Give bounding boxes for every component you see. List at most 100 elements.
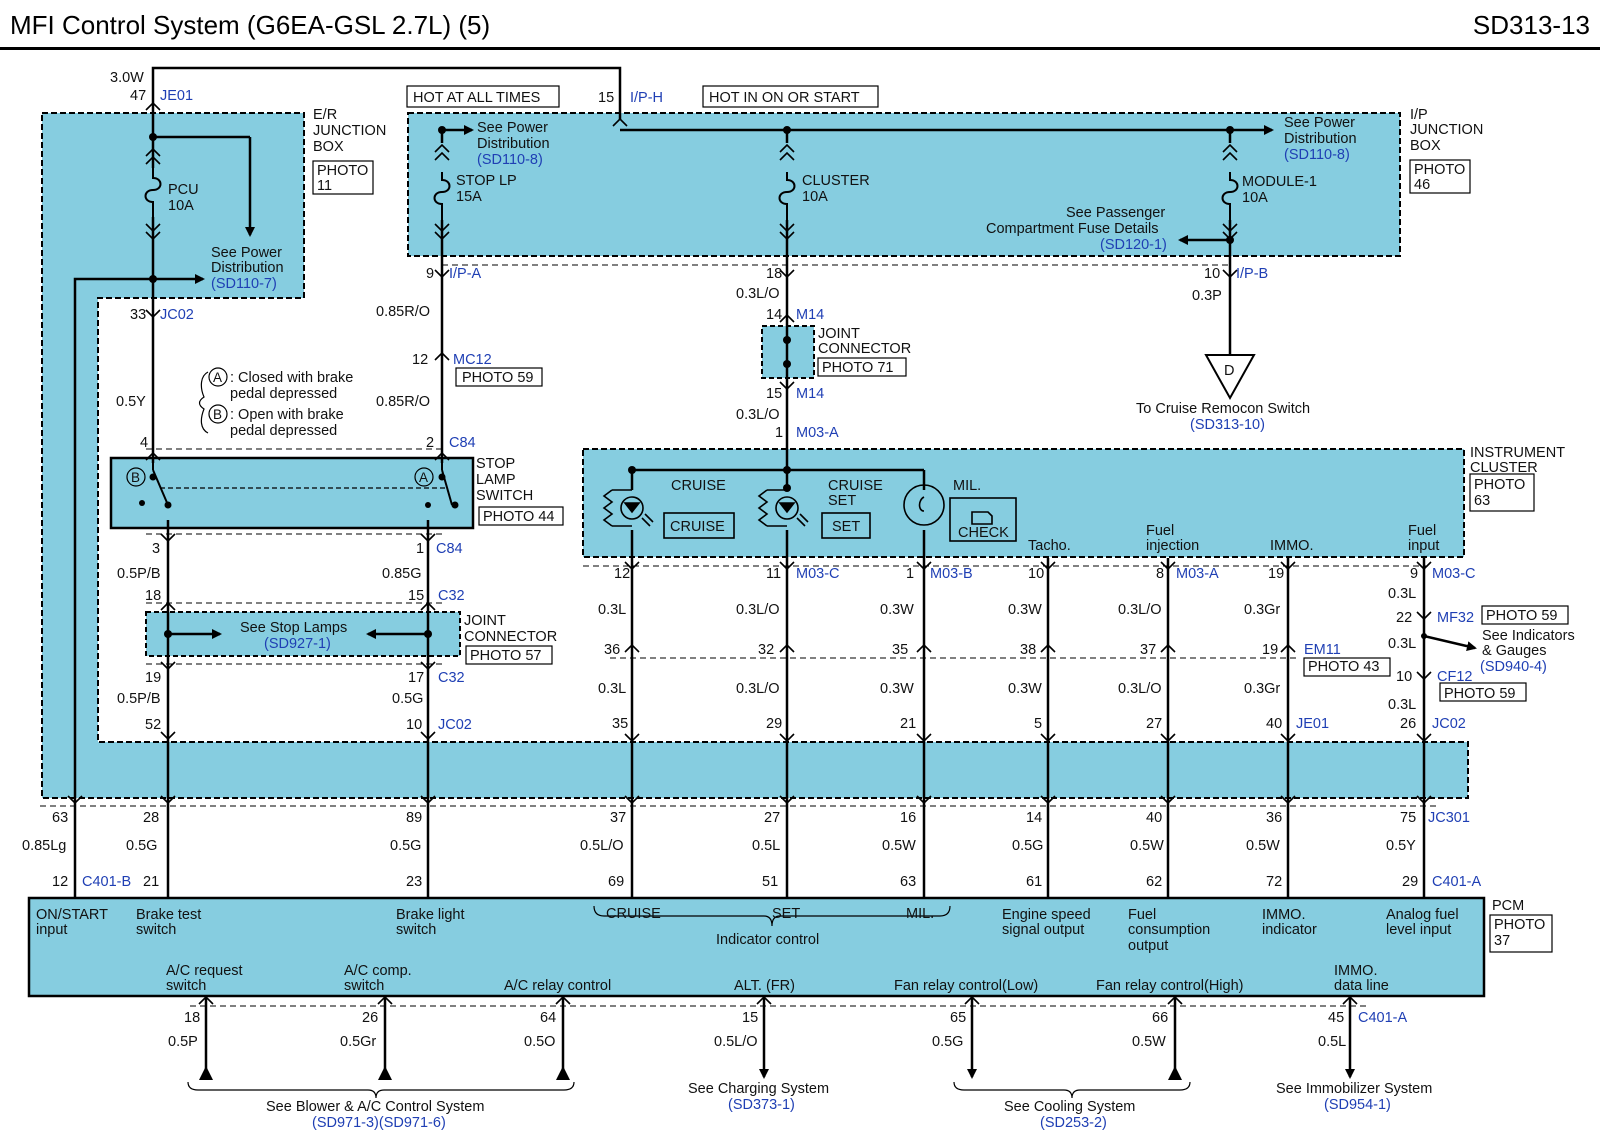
fuse-cluster-amp: 10A bbox=[802, 189, 828, 205]
bt-wire-05g: 0.5G bbox=[932, 1034, 963, 1050]
wire-05pb-a: 0.5P/B bbox=[117, 566, 161, 582]
fuse-stop-amp: 15A bbox=[456, 189, 482, 205]
wire-085ro-a: 0.85R/O bbox=[376, 304, 430, 320]
col4-conn: M03-A bbox=[1176, 566, 1219, 582]
cluster-label-1: INSTRUMENT bbox=[1470, 445, 1565, 461]
stoplp-fuse-icon bbox=[433, 172, 451, 220]
ip-photo-2: 46 bbox=[1414, 177, 1430, 193]
pcm-bt-1: Brake test bbox=[136, 907, 201, 923]
ref-to-cruise: To Cruise Remocon Switch bbox=[1136, 401, 1310, 417]
pcm-cm-1: A/C comp. bbox=[344, 963, 412, 979]
wire-05pb-b: 0.5P/B bbox=[117, 691, 161, 707]
pin-10-jc02: 10 bbox=[406, 717, 422, 733]
col1-pin-e: 51 bbox=[762, 874, 778, 890]
module-fuse-icon bbox=[1221, 172, 1239, 220]
photo59-mc12: PHOTO 59 bbox=[462, 370, 533, 386]
ref-charging-sd: (SD373-1) bbox=[728, 1097, 795, 1113]
bt-pin-15: 15 bbox=[742, 1010, 758, 1026]
pin-14: 14 bbox=[766, 307, 782, 323]
pcm-ac-2: switch bbox=[166, 978, 206, 994]
cluster-cruise-set1: CRUISE bbox=[828, 478, 883, 494]
rc-pin-f: 29 bbox=[1402, 874, 1418, 890]
pcm-name: PCM bbox=[1492, 898, 1524, 914]
rc-sd940: (SD940-4) bbox=[1480, 659, 1547, 675]
pin-15-iph: 15 bbox=[598, 90, 614, 106]
col1-wire3: 0.5L bbox=[752, 838, 780, 854]
col4-pin-b: 37 bbox=[1140, 642, 1156, 658]
conn-c84-bottom: C84 bbox=[436, 541, 463, 557]
col0-pin-c: 35 bbox=[612, 716, 628, 732]
col0-pin-a: 12 bbox=[614, 566, 630, 582]
pcm-on-2: input bbox=[36, 922, 67, 938]
conn-mc12: MC12 bbox=[453, 352, 492, 368]
fuse-module-amp: 10A bbox=[1242, 190, 1268, 206]
conn-iph: I/P-H bbox=[630, 90, 663, 106]
col2-pin-a: 1 bbox=[906, 566, 914, 582]
col4-pin-e: 62 bbox=[1146, 874, 1162, 890]
stop-switch-dots bbox=[139, 473, 459, 509]
conn-m14-b: M14 bbox=[796, 386, 824, 402]
col3-pin-d: 14 bbox=[1026, 810, 1042, 826]
lc-wire-05g-a: 0.5G bbox=[126, 838, 157, 854]
pin-15-c32: 15 bbox=[408, 588, 424, 604]
col1-pin-a: 11 bbox=[766, 566, 781, 582]
pcm-idl-1: IMMO. bbox=[1334, 963, 1378, 979]
ref-mod-dist: Distribution bbox=[1284, 131, 1357, 147]
col0-pin-d: 37 bbox=[610, 810, 626, 826]
pin-17: 17 bbox=[408, 670, 424, 686]
rc-photo59a: PHOTO 59 bbox=[1486, 608, 1557, 624]
cluster-check: CHECK bbox=[958, 525, 1009, 541]
pcm-af-1: Analog fuel bbox=[1386, 907, 1459, 923]
lc-conn-c401b: C401-B bbox=[82, 874, 131, 890]
pin-9: 9 bbox=[426, 266, 434, 282]
lc-pin-89: 89 bbox=[406, 810, 422, 826]
col1-pin-c: 29 bbox=[766, 716, 782, 732]
rc-see-ind: See Indicators bbox=[1482, 628, 1575, 644]
ref-stop-see: See Power bbox=[477, 120, 548, 136]
col2-pin-e: 63 bbox=[900, 874, 916, 890]
rc-conn-e: JC301 bbox=[1428, 810, 1470, 826]
wire-05g-ll: 0.5G bbox=[392, 691, 423, 707]
ref-sd110-7: (SD110-7) bbox=[211, 276, 277, 292]
conn-c32-a: C32 bbox=[438, 588, 465, 604]
ref-cooling: See Cooling System bbox=[1004, 1099, 1135, 1115]
set-led-icon bbox=[775, 496, 799, 520]
pcm-alt: ALT. (FR) bbox=[734, 978, 795, 994]
ref-passenger: See Passenger bbox=[1066, 205, 1165, 221]
rc-pin-d: 26 bbox=[1400, 716, 1416, 732]
col3-pin-b: 38 bbox=[1020, 642, 1036, 658]
pin-18-top: 18 bbox=[766, 266, 782, 282]
col3-wire2: 0.3W bbox=[1008, 681, 1042, 697]
pcm-af-2: level input bbox=[1386, 922, 1451, 938]
pcm-box bbox=[27, 896, 1486, 998]
pcm-set: SET bbox=[772, 906, 800, 922]
col3-wire1: 0.3W bbox=[1008, 602, 1042, 618]
bt-wire-05p: 0.5P bbox=[168, 1034, 198, 1050]
col5-pin-c: 40 bbox=[1266, 716, 1282, 732]
jc-c32-l2: CONNECTOR bbox=[464, 629, 557, 645]
col3-pin-a: 10 bbox=[1028, 566, 1044, 582]
pin-47: 47 bbox=[130, 88, 146, 104]
wire-085ro-b: 0.85R/O bbox=[376, 394, 430, 410]
col1-wire2: 0.3L/O bbox=[736, 681, 780, 697]
col4-pin-d: 40 bbox=[1146, 810, 1162, 826]
ip-label-1: I/P bbox=[1410, 107, 1428, 123]
pin-12-mc12: 12 bbox=[412, 352, 428, 368]
cluster-cruise-box: CRUISE bbox=[670, 519, 725, 535]
col1-pin-d: 27 bbox=[764, 810, 780, 826]
ref-sd110-8a: (SD110-8) bbox=[477, 152, 543, 168]
lc-wire-05g-b: 0.5G bbox=[390, 838, 421, 854]
connector-chevrons bbox=[67, 101, 1432, 1005]
cluster-label-2: CLUSTER bbox=[1470, 460, 1538, 476]
pin-1-m03a: 1 bbox=[775, 425, 783, 441]
er-label-2: JUNCTION bbox=[313, 123, 386, 139]
bt-pin-26: 26 bbox=[362, 1010, 378, 1026]
cluster-photo-2: 63 bbox=[1474, 493, 1490, 509]
rc-conn-f: C401-A bbox=[1432, 874, 1481, 890]
conn-em11: EM11 bbox=[1304, 642, 1341, 658]
wire-05y: 0.5Y bbox=[116, 394, 146, 410]
cluster-fuelinj-2: injection bbox=[1146, 538, 1199, 554]
col2-conn: M03-B bbox=[930, 566, 973, 582]
lc-pin-63: 63 bbox=[52, 810, 68, 826]
